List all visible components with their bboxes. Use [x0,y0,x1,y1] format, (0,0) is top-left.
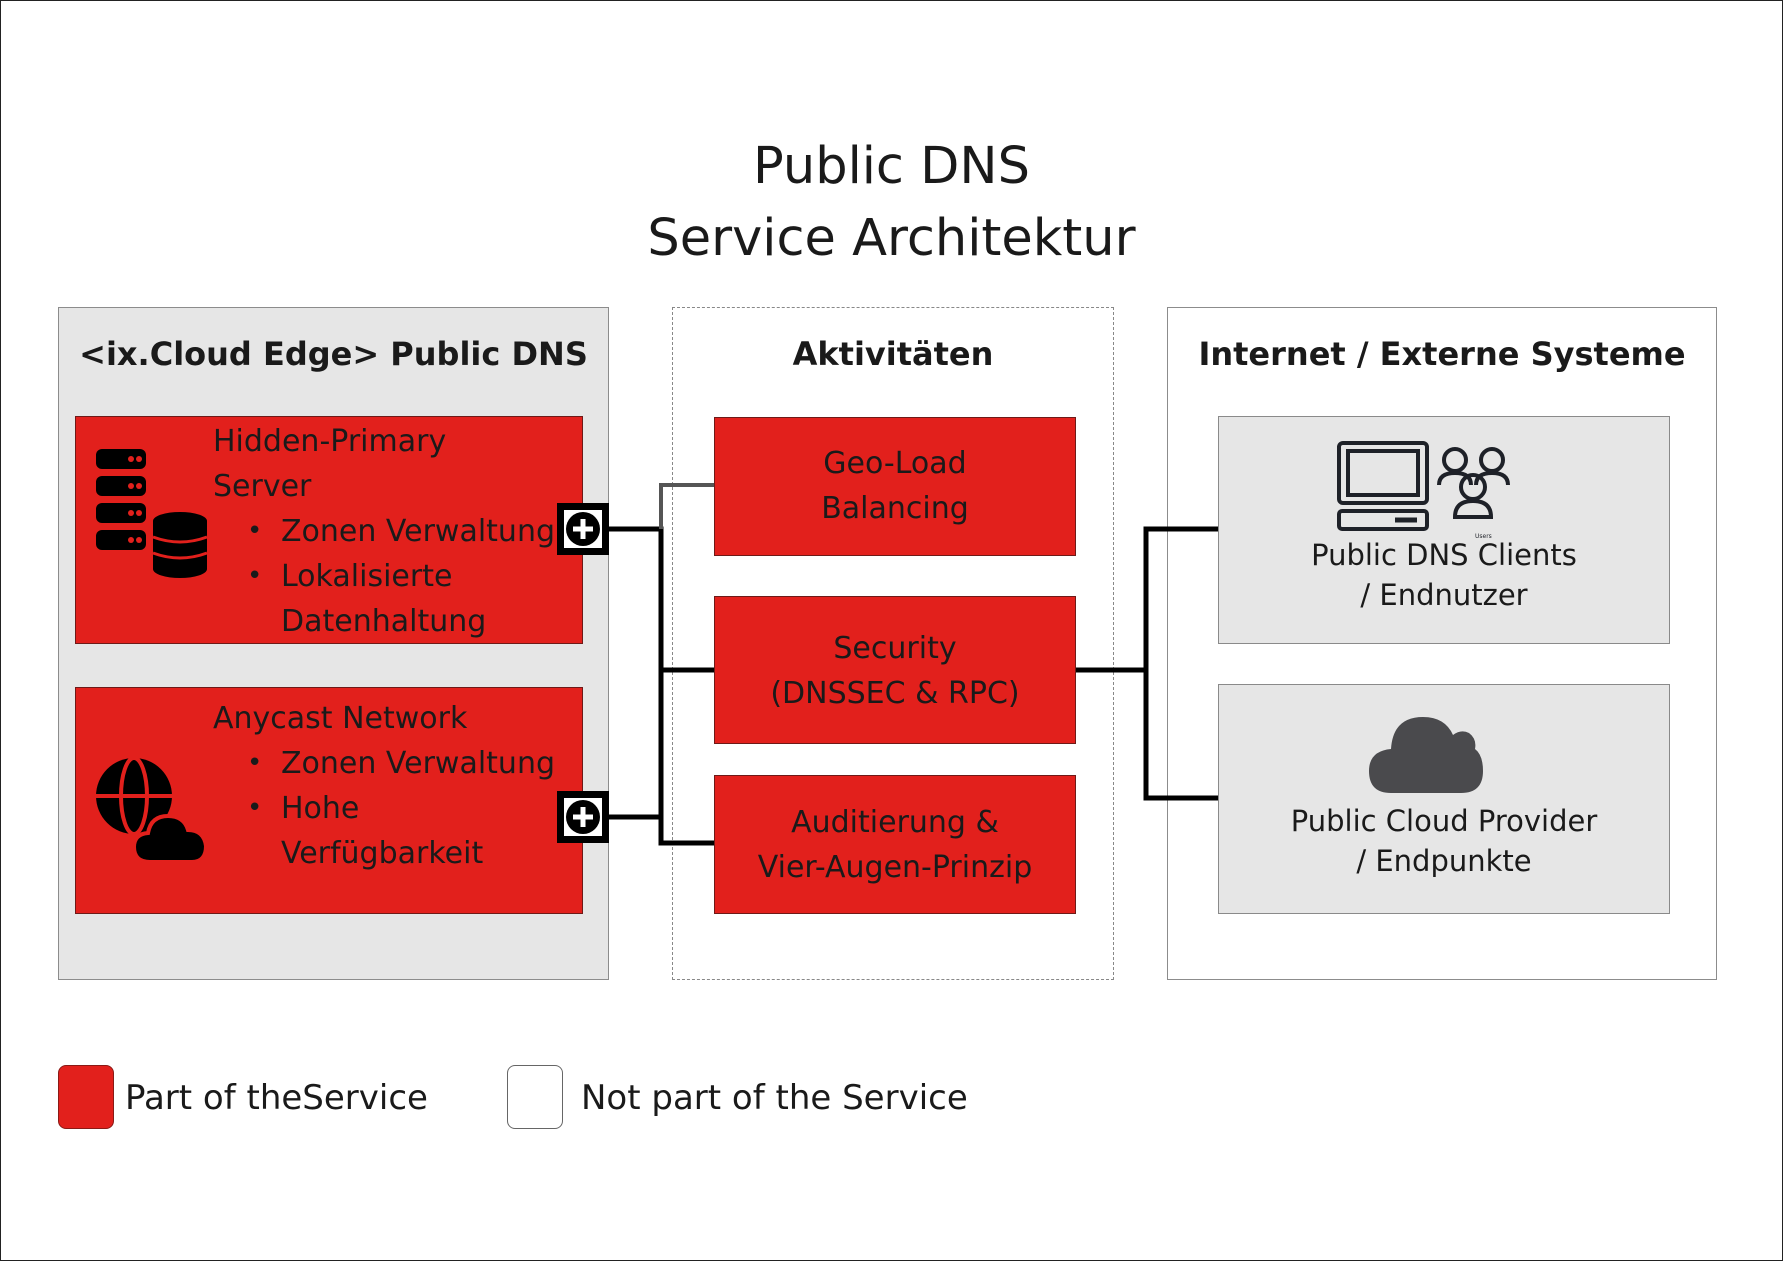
server-database-icon [96,449,208,578]
geo-load-line2: Balancing [821,491,969,526]
bullet-text: Hohe [281,791,360,826]
bullet-text: Datenhaltung [281,604,487,639]
geo-load-balancing-box: Geo-Load Balancing [714,417,1076,556]
hidden-primary-server-box: Hidden-Primary Server •Zonen Verwaltung … [75,416,583,644]
geo-load-line1: Geo-Load [823,446,967,481]
connector-geo-load [659,483,714,529]
connector-right-bus [1143,526,1218,801]
computer-users-icon [1337,441,1510,531]
cloud-icon [1369,717,1483,793]
port-plus-icon [557,791,609,843]
legend-label-part: Part of theService [125,1078,428,1118]
hidden-primary-title-1: Hidden-Primary [213,424,447,459]
public-dns-clients-line1: Public DNS Clients [1311,538,1577,572]
panel-middle-title: Aktivitäten [792,335,994,373]
bullet-text: Zonen Verwaltung [281,746,555,781]
legend-label-not-part: Not part of the Service [581,1078,968,1118]
hidden-primary-title-2: Server [213,469,312,504]
bullet-text: Lokalisierte [281,559,453,594]
bullet-text: Verfügbarkeit [281,836,484,871]
security-line1: Security [833,631,957,666]
public-cloud-provider-box: Public Cloud Provider / Endpunkte [1218,684,1670,914]
diagram-title-line1: Public DNS [753,137,1030,196]
auditierung-line2: Vier-Augen-Prinzip [757,850,1033,885]
public-cloud-line2: / Endpunkte [1356,844,1532,878]
panel-right-title: Internet / Externe Systeme [1198,335,1686,373]
auditierung-line1: Auditierung & [791,805,999,840]
port-plus-icon [557,503,609,555]
legend-swatch-not-part [507,1065,563,1129]
users-icon-caption: Users [1475,533,1492,540]
panel-left-title: <ix.Cloud Edge> Public DNS [79,335,588,373]
public-dns-clients-box: Users Public DNS Clients / Endnutzer [1218,416,1670,644]
connector-primary [609,526,714,846]
anycast-network-box: Anycast Network •Zonen Verwaltung •Hohe … [75,687,583,914]
bullet-text: Zonen Verwaltung [281,514,555,549]
legend-swatch-part [58,1065,114,1129]
security-line2: (DNSSEC & RPC) [770,676,1020,711]
security-box: Security (DNSSEC & RPC) [714,596,1076,744]
diagram-title-line2: Service Architektur [647,209,1136,268]
public-cloud-line1: Public Cloud Provider [1290,804,1598,838]
public-dns-clients-line2: / Endnutzer [1360,578,1528,612]
anycast-title: Anycast Network [213,701,468,736]
auditierung-box: Auditierung & Vier-Augen-Prinzip [714,775,1076,914]
globe-cloud-icon [96,756,209,864]
